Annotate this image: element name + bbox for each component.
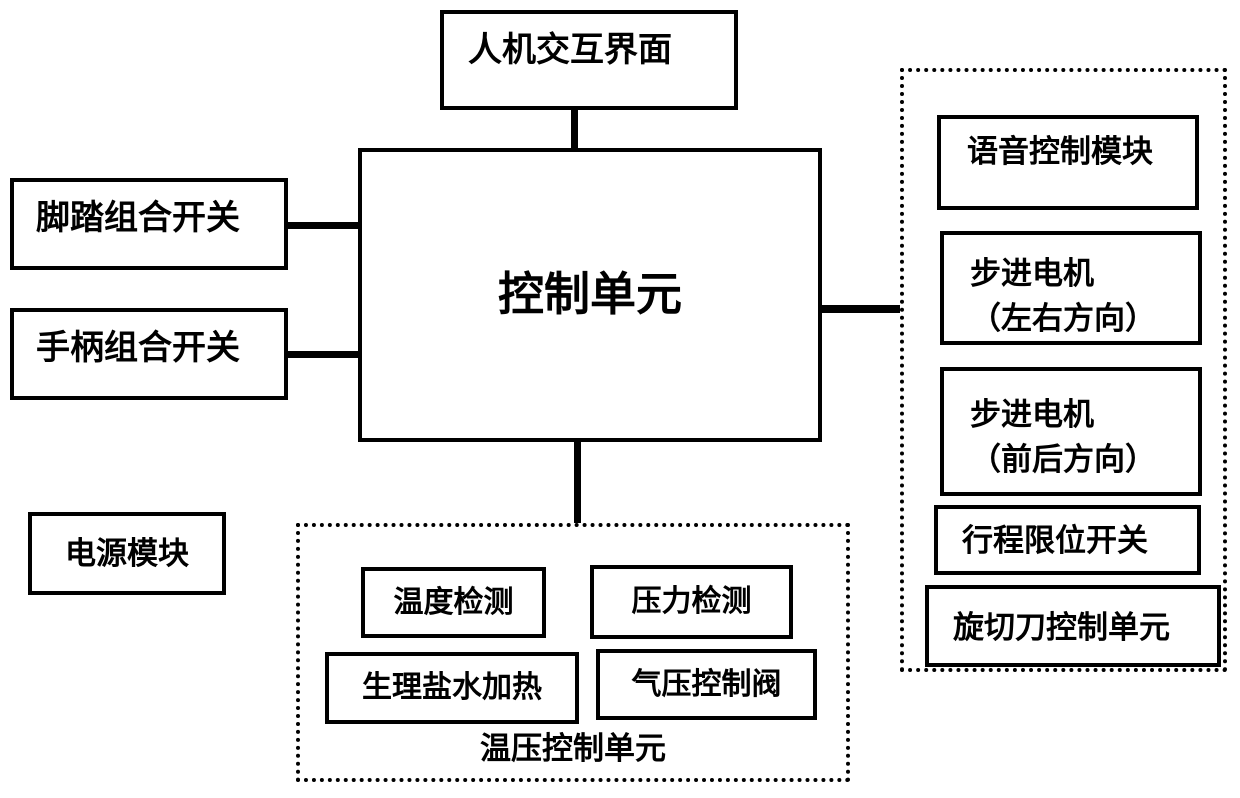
node-pneumatic-valve: 气压控制阀 <box>596 649 817 720</box>
connector-control-actuators <box>818 305 904 313</box>
node-handle-switch: 手柄组合开关 <box>10 308 288 400</box>
node-power-module: 电源模块 <box>28 512 226 595</box>
node-voice-module-label: 语音控制模块 <box>967 134 1153 169</box>
node-hmi-label: 人机交互界面 <box>468 31 672 69</box>
node-foot-switch: 脚踏组合开关 <box>10 178 288 270</box>
node-control-unit: 控制单元 <box>358 148 822 442</box>
node-temperature-detect-label: 温度检测 <box>393 585 514 619</box>
node-stepper-fb-line1: 步进电机 <box>970 397 1094 432</box>
connector-control-temp-pressure <box>574 438 581 526</box>
node-rotary-cutter-unit: 旋切刀控制单元 <box>925 585 1221 667</box>
node-hmi: 人机交互界面 <box>440 10 738 110</box>
node-travel-limit-switch: 行程限位开关 <box>934 505 1201 575</box>
node-handle-switch-label: 手柄组合开关 <box>36 329 240 367</box>
node-saline-heater-label: 生理盐水加热 <box>362 671 542 704</box>
group-temp-pressure-unit: 温度检测 压力检测 生理盐水加热 气压控制阀 温压控制单元 <box>296 523 850 782</box>
node-travel-limit-switch-label: 行程限位开关 <box>962 523 1148 558</box>
connector-hmi-control <box>571 108 578 152</box>
node-stepper-fb-line2: （前后方向） <box>970 441 1156 477</box>
group-right-actuators: 语音控制模块 步进电机 （左右方向） 步进电机 （前后方向） 行程限位开关 旋切… <box>900 68 1227 672</box>
node-stepper-lr-line1: 步进电机 <box>970 256 1094 291</box>
node-pressure-detect-label: 压力检测 <box>631 585 752 618</box>
node-foot-switch-label: 脚踏组合开关 <box>36 199 240 237</box>
node-saline-heater: 生理盐水加热 <box>325 652 579 724</box>
node-control-unit-label: 控制单元 <box>498 268 682 321</box>
node-temperature-detect: 温度检测 <box>361 567 546 638</box>
node-stepper-lr-line2: （左右方向） <box>970 300 1156 336</box>
node-stepper-lr: 步进电机 （左右方向） <box>940 231 1202 345</box>
connector-foot-control <box>284 222 362 229</box>
node-power-module-label: 电源模块 <box>65 535 189 571</box>
connector-handle-control <box>284 351 362 358</box>
node-stepper-fb: 步进电机 （前后方向） <box>940 367 1202 496</box>
node-rotary-cutter-unit-label: 旋切刀控制单元 <box>953 610 1170 645</box>
node-voice-module: 语音控制模块 <box>937 115 1199 210</box>
node-pneumatic-valve-label: 气压控制阀 <box>631 667 782 701</box>
group-temp-pressure-caption: 温压控制单元 <box>480 731 666 766</box>
node-pressure-detect: 压力检测 <box>590 565 793 639</box>
